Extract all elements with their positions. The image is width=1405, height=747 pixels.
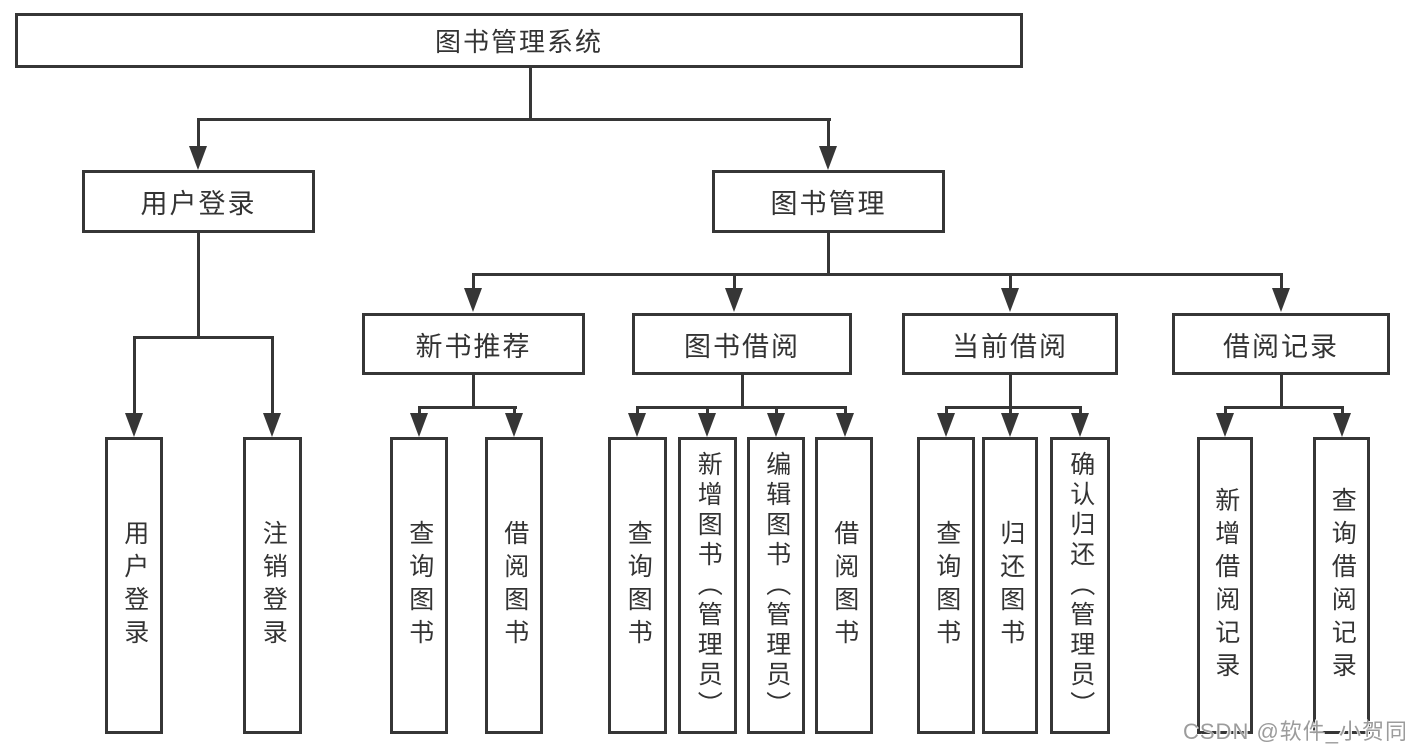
node-book-management-label: 图书管理 bbox=[770, 189, 887, 219]
leaf-logout: 注销登录 bbox=[243, 437, 302, 734]
connector-drop bbox=[1009, 406, 1012, 418]
arrow-down-icon bbox=[1272, 288, 1290, 312]
leaf-current-confirm-admin-label: 确认归还（管理员） bbox=[1066, 450, 1095, 721]
node-root-label: 图书管理系统 bbox=[434, 27, 603, 57]
connector-drop-leaf-logout bbox=[271, 336, 274, 416]
arrow-down-icon bbox=[464, 288, 482, 312]
arrow-down-icon bbox=[125, 413, 143, 437]
node-book-borrow: 图书借阅 bbox=[632, 313, 852, 375]
connector-user-login-hline bbox=[133, 336, 274, 339]
leaf-records-query-label: 查询借阅记录 bbox=[1328, 486, 1357, 685]
node-root: 图书管理系统 bbox=[15, 13, 1023, 68]
node-new-book-recommend-label: 新书推荐 bbox=[415, 331, 532, 362]
node-user-login: 用户登录 bbox=[82, 170, 315, 233]
node-borrow-records-label: 借阅记录 bbox=[1223, 331, 1339, 362]
arrow-down-icon bbox=[767, 413, 785, 437]
arrow-down-icon bbox=[1001, 413, 1019, 437]
arrow-down-icon bbox=[189, 146, 207, 170]
leaf-borrow-borrow-label: 借阅图书 bbox=[830, 519, 859, 652]
arrow-down-icon bbox=[1216, 413, 1234, 437]
connector-drop bbox=[418, 406, 421, 418]
connector-root-hline bbox=[197, 118, 831, 121]
connector-book-management-hline bbox=[472, 273, 1283, 276]
node-current-borrow-label: 当前借阅 bbox=[952, 331, 1068, 362]
leaf-records-add-label: 新增借阅记录 bbox=[1211, 486, 1240, 685]
connector-root-stem bbox=[529, 68, 532, 118]
arrow-down-icon bbox=[1333, 413, 1351, 437]
connector-book-borrow-hline bbox=[636, 406, 847, 409]
leaf-borrow-add-admin-label: 新增图书（管理员） bbox=[694, 450, 723, 721]
node-book-borrow-label: 图书借阅 bbox=[684, 331, 800, 362]
leaf-borrow-add-admin: 新增图书（管理员） bbox=[678, 437, 737, 734]
leaf-user-login-label: 用户登录 bbox=[120, 519, 149, 652]
connector-borrow-records-stem bbox=[1280, 375, 1283, 408]
connector-drop-leaf-login bbox=[133, 336, 136, 416]
connector-new-book-stem bbox=[472, 375, 475, 408]
arrow-down-icon bbox=[1001, 288, 1019, 312]
connector-drop bbox=[775, 406, 778, 418]
leaf-borrow-edit-admin: 编辑图书（管理员） bbox=[747, 437, 805, 734]
connector-new-book-hline bbox=[418, 406, 517, 409]
connector-current-borrow-stem bbox=[1009, 375, 1012, 408]
node-borrow-records: 借阅记录 bbox=[1172, 313, 1390, 375]
arrow-down-icon bbox=[819, 146, 837, 170]
node-current-borrow: 当前借阅 bbox=[902, 313, 1118, 375]
leaf-current-confirm-admin: 确认归还（管理员） bbox=[1050, 437, 1110, 734]
connector-drop bbox=[945, 406, 948, 418]
connector-drop-new-book bbox=[472, 273, 475, 293]
arrow-down-icon bbox=[505, 413, 523, 437]
node-user-login-label: 用户登录 bbox=[140, 189, 257, 219]
connector-book-management-stem bbox=[827, 233, 830, 275]
connector-drop-user-login bbox=[197, 118, 200, 150]
leaf-current-return: 归还图书 bbox=[982, 437, 1038, 734]
connector-drop bbox=[1079, 406, 1082, 418]
arrow-down-icon bbox=[1071, 413, 1089, 437]
arrow-down-icon bbox=[698, 413, 716, 437]
leaf-newbooks-borrow-label: 借阅图书 bbox=[500, 519, 529, 652]
connector-drop-current-borrow bbox=[1009, 273, 1012, 293]
leaf-newbooks-query-label: 查询图书 bbox=[405, 519, 434, 652]
connector-drop bbox=[1224, 406, 1227, 418]
leaf-user-login: 用户登录 bbox=[105, 437, 163, 734]
connector-current-borrow-hline bbox=[945, 406, 1082, 409]
leaf-borrow-borrow: 借阅图书 bbox=[815, 437, 873, 734]
connector-borrow-records-hline bbox=[1224, 406, 1344, 409]
connector-drop-borrow-records bbox=[1280, 273, 1283, 293]
arrow-down-icon bbox=[836, 413, 854, 437]
leaf-newbooks-query: 查询图书 bbox=[390, 437, 448, 734]
arrow-down-icon bbox=[410, 413, 428, 437]
arrow-down-icon bbox=[937, 413, 955, 437]
leaf-newbooks-borrow: 借阅图书 bbox=[485, 437, 543, 734]
connector-drop-book-management bbox=[827, 118, 830, 150]
connector-drop bbox=[513, 406, 516, 418]
arrow-down-icon bbox=[628, 413, 646, 437]
connector-drop bbox=[844, 406, 847, 418]
leaf-borrow-query-label: 查询图书 bbox=[624, 519, 653, 652]
connector-drop bbox=[1341, 406, 1344, 418]
node-new-book-recommend: 新书推荐 bbox=[362, 313, 585, 375]
leaf-current-query-label: 查询图书 bbox=[932, 519, 961, 652]
leaf-current-query: 查询图书 bbox=[917, 437, 975, 734]
leaf-logout-label: 注销登录 bbox=[259, 519, 288, 652]
leaf-borrow-query: 查询图书 bbox=[608, 437, 667, 734]
arrow-down-icon bbox=[263, 413, 281, 437]
connector-drop bbox=[636, 406, 639, 418]
connector-user-login-stem bbox=[197, 233, 200, 336]
leaf-borrow-edit-admin-label: 编辑图书（管理员） bbox=[762, 450, 791, 721]
arrow-down-icon bbox=[725, 288, 743, 312]
node-book-management: 图书管理 bbox=[712, 170, 945, 233]
leaf-records-query: 查询借阅记录 bbox=[1313, 437, 1370, 734]
connector-drop bbox=[706, 406, 709, 418]
leaf-records-add: 新增借阅记录 bbox=[1197, 437, 1253, 734]
connector-book-borrow-stem bbox=[741, 375, 744, 408]
connector-drop-book-borrow bbox=[733, 273, 736, 293]
leaf-current-return-label: 归还图书 bbox=[996, 519, 1025, 652]
csdn-watermark: CSDN @软件_小贺同学 bbox=[1183, 719, 1405, 744]
